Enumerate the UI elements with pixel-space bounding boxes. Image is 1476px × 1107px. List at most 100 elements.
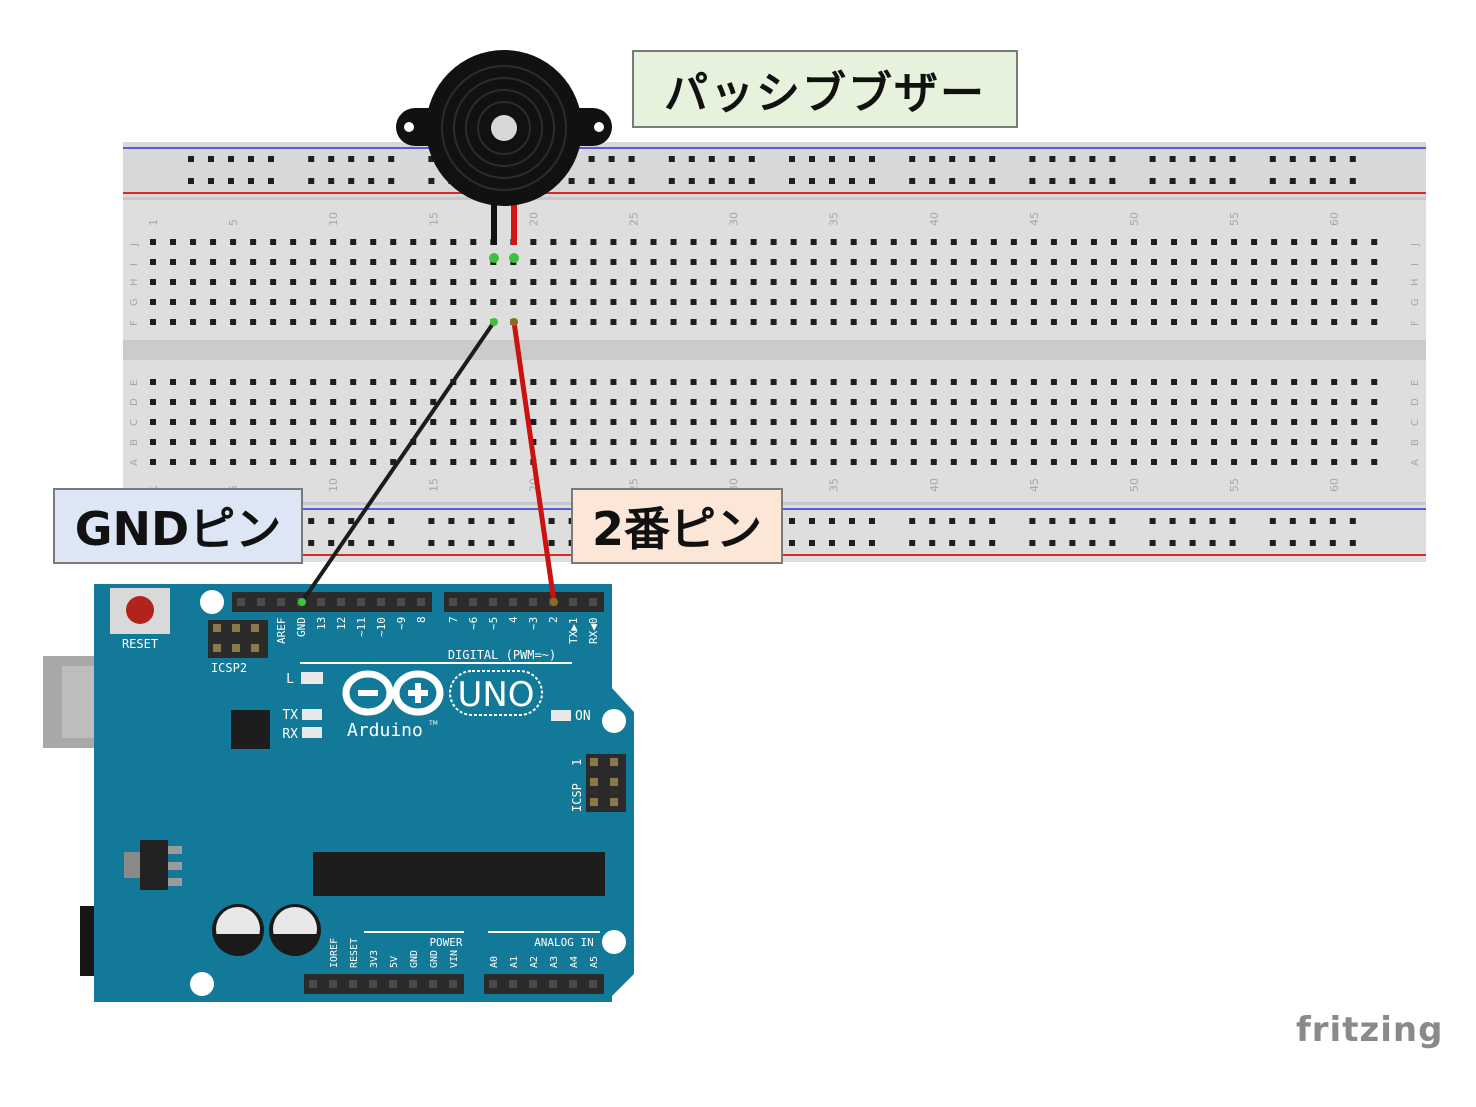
led-l-label: L xyxy=(286,672,294,687)
breadboard-hole xyxy=(570,299,577,305)
gnd-wire[interactable] xyxy=(300,320,496,604)
breadboard-hole xyxy=(510,379,517,385)
breadboard-hole xyxy=(770,399,777,405)
rail-hole xyxy=(1289,178,1296,184)
breadboard-hole xyxy=(310,239,317,245)
column-number: 60 xyxy=(1328,478,1341,492)
signal-wire[interactable] xyxy=(511,319,557,605)
breadboard-hole xyxy=(410,319,417,325)
rail-hole xyxy=(568,178,575,184)
rail-hole xyxy=(1309,518,1316,524)
breadboard-hole xyxy=(1050,239,1057,245)
breadboard-hole xyxy=(190,239,197,245)
breadboard-hole xyxy=(910,439,917,445)
breadboard-hole xyxy=(1271,459,1278,465)
breadboard-hole xyxy=(450,399,457,405)
breadboard-hole xyxy=(650,239,657,245)
breadboard-hole xyxy=(490,379,497,385)
row-letter: D xyxy=(1410,398,1421,406)
breadboard-hole xyxy=(570,459,577,465)
breadboard-hole xyxy=(1231,239,1238,245)
row-letter: F xyxy=(1410,320,1421,326)
breadboard-hole xyxy=(290,299,297,305)
breadboard-hole xyxy=(470,419,477,425)
breadboard-hole xyxy=(490,299,497,305)
row-letter: G xyxy=(129,298,140,306)
breadboard-hole xyxy=(1130,319,1137,325)
breadboard-hole xyxy=(1010,239,1017,245)
breadboard-hole xyxy=(850,399,857,405)
breadboard-hole xyxy=(650,419,657,425)
column-number: 20 xyxy=(527,212,540,226)
breadboard-hole xyxy=(1171,319,1178,325)
header-pin xyxy=(377,598,385,606)
breadboard-hole xyxy=(250,299,257,305)
column-number: 30 xyxy=(728,212,741,226)
analog-label: ANALOG IN xyxy=(534,936,594,949)
reset-button[interactable] xyxy=(126,596,154,624)
breadboard-hole xyxy=(1271,319,1278,325)
breadboard-hole xyxy=(1351,439,1358,445)
breadboard-hole xyxy=(1171,379,1178,385)
breadboard-hole xyxy=(990,239,997,245)
breadboard-hole xyxy=(750,459,757,465)
breadboard-hole xyxy=(450,319,457,325)
breadboard-hole xyxy=(230,399,237,405)
breadboard-hole xyxy=(1331,399,1338,405)
breadboard-hole xyxy=(1271,399,1278,405)
breadboard-hole xyxy=(250,419,257,425)
bottom-header-pins xyxy=(309,980,597,988)
breadboard-hole xyxy=(1371,419,1378,425)
rail-hole xyxy=(1229,540,1236,546)
breadboard-hole xyxy=(450,439,457,445)
breadboard-hole xyxy=(670,259,677,265)
breadboard-hole xyxy=(290,459,297,465)
breadboard-hole xyxy=(150,459,156,465)
breadboard-hole xyxy=(890,299,897,305)
signal-wire-end-arduino xyxy=(550,598,558,606)
breadboard-hole xyxy=(710,379,717,385)
breadboard-hole xyxy=(590,379,597,385)
analog-pin-label: A0 xyxy=(489,956,500,968)
breadboard-hole xyxy=(230,379,237,385)
breadboard-hole xyxy=(810,459,817,465)
breadboard-hole xyxy=(1211,259,1218,265)
breadboard-hole xyxy=(630,319,637,325)
rail-hole xyxy=(969,178,976,184)
breadboard-hole xyxy=(210,259,217,265)
breadboard-hole xyxy=(1110,239,1117,245)
breadboard-hole xyxy=(1351,319,1358,325)
arduino-infinity-logo-icon xyxy=(342,670,444,716)
breadboard-hole xyxy=(1251,259,1258,265)
rail-hole xyxy=(308,178,315,184)
gnd-wire-end-arduino xyxy=(298,598,306,606)
breadboard-hole xyxy=(890,419,897,425)
breadboard-hole xyxy=(1351,239,1358,245)
rail-hole xyxy=(728,156,735,162)
breadboard-hole xyxy=(1030,399,1037,405)
breadboard-hole xyxy=(970,319,977,325)
breadboard-hole xyxy=(590,459,597,465)
breadboard-hole xyxy=(1231,439,1238,445)
power-pin-label: GND xyxy=(429,950,440,968)
breadboard-hole xyxy=(910,239,917,245)
breadboard-hole xyxy=(690,399,697,405)
rail-hole xyxy=(328,178,335,184)
breadboard-hole xyxy=(230,419,237,425)
breadboard-hole xyxy=(350,379,357,385)
breadboard-hole xyxy=(250,239,257,245)
breadboard-hole xyxy=(410,379,417,385)
breadboard-hole xyxy=(1050,319,1057,325)
power-pin-label: RESET xyxy=(349,938,360,968)
breadboard-hole xyxy=(890,239,897,245)
breadboard-hole xyxy=(1251,299,1258,305)
board-pcb xyxy=(94,584,634,1002)
breadboard-hole xyxy=(810,379,817,385)
column-number: 15 xyxy=(427,212,440,226)
breadboard-hole xyxy=(1151,259,1157,265)
rail-hole xyxy=(428,540,435,546)
breadboard-hole xyxy=(310,299,317,305)
breadboard-hole xyxy=(350,259,357,265)
rail-hole xyxy=(1149,178,1156,184)
breadboard-hole xyxy=(1030,379,1037,385)
